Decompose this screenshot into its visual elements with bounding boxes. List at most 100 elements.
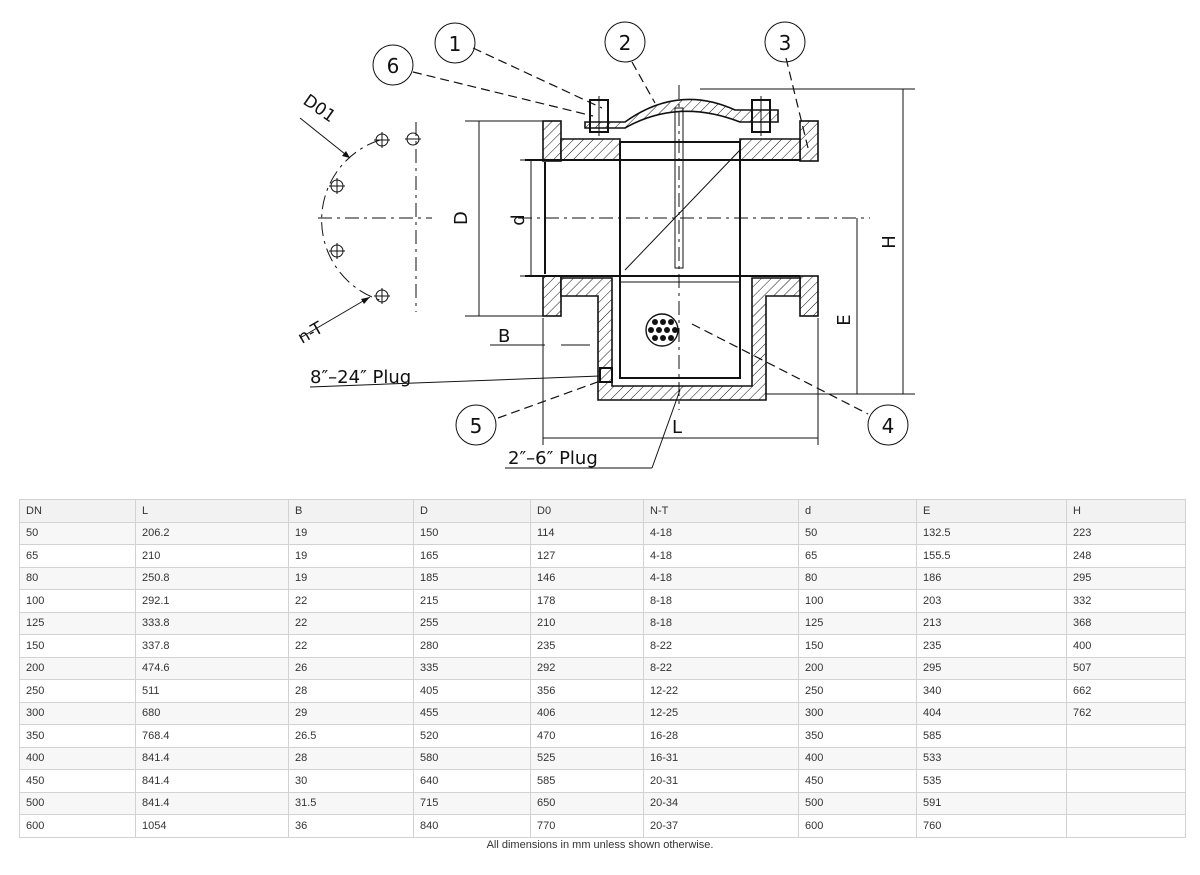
table-cell: 335 <box>413 656 531 680</box>
column-header-h: H <box>1066 499 1186 523</box>
mesh-screen-icon <box>645 313 679 347</box>
table-cell: 213 <box>916 611 1067 635</box>
table-cell: 295 <box>916 656 1067 680</box>
callout-label-5: 5 <box>470 414 483 438</box>
table-cell: 4-18 <box>643 544 799 568</box>
table-cell: 533 <box>916 746 1067 770</box>
table-cell: 155.5 <box>916 544 1067 568</box>
table-cell: 585 <box>916 724 1067 748</box>
table-cell: 300 <box>19 701 136 725</box>
table-cell <box>1066 746 1186 770</box>
table-cell: 292 <box>530 656 644 680</box>
column-header-d: D <box>413 499 531 523</box>
table-cell: 127 <box>530 544 644 568</box>
table-cell: 1054 <box>135 814 289 838</box>
table-cell: 50 <box>798 521 917 545</box>
table-cell: 340 <box>916 679 1067 703</box>
table-cell: 146 <box>530 566 644 590</box>
table-cell: 640 <box>413 769 531 793</box>
table-cell: 368 <box>1066 611 1186 635</box>
table-cell: 511 <box>135 679 289 703</box>
table-cell: 450 <box>798 769 917 793</box>
callout-label-3: 3 <box>779 31 792 55</box>
table-cell: 600 <box>19 814 136 838</box>
plug-label-small: 2″–6″ Plug <box>508 448 598 469</box>
table-cell: 4-18 <box>643 521 799 545</box>
table-cell: 200 <box>19 656 136 680</box>
table-cell: 210 <box>530 611 644 635</box>
strainer-body-section <box>518 85 870 410</box>
table-cell: 841.4 <box>135 769 289 793</box>
table-cell: 165 <box>413 544 531 568</box>
table-cell: 255 <box>413 611 531 635</box>
callout-label-4: 4 <box>882 414 895 438</box>
table-cell: 186 <box>916 566 1067 590</box>
bonnet-bolt-icon <box>589 96 771 136</box>
table-cell: 80 <box>798 566 917 590</box>
table-cell: 178 <box>530 589 644 613</box>
table-cell: 8-22 <box>643 656 799 680</box>
table-cell: 350 <box>19 724 136 748</box>
table-cell: 332 <box>1066 589 1186 613</box>
table-cell: 125 <box>19 611 136 635</box>
table-cell: 500 <box>798 791 917 815</box>
column-header-d: d <box>798 499 917 523</box>
table-cell: 295 <box>1066 566 1186 590</box>
dim-label-nt: n-T <box>295 318 328 348</box>
callout-label-2: 2 <box>619 31 632 55</box>
table-cell: 450 <box>19 769 136 793</box>
dimension-lines <box>465 88 915 445</box>
callout-circle-5 <box>455 404 497 446</box>
table-cell: 406 <box>530 701 644 725</box>
flange-end-view: D01 n-T <box>295 91 432 348</box>
column-header-dn: DN <box>19 499 136 523</box>
plug-label-large: 8″–24″ Plug <box>310 367 411 388</box>
table-cell: 20-31 <box>643 769 799 793</box>
table-cell: 535 <box>916 769 1067 793</box>
table-cell: 150 <box>19 634 136 658</box>
table-cell: 760 <box>916 814 1067 838</box>
table-cell: 841.4 <box>135 791 289 815</box>
table-cell: 31.5 <box>288 791 414 815</box>
table-cell: 400 <box>798 746 917 770</box>
table-cell: 16-28 <box>643 724 799 748</box>
table-cell: 500 <box>19 791 136 815</box>
column-header-e: E <box>916 499 1067 523</box>
table-cell: 20-37 <box>643 814 799 838</box>
table-cell: 26.5 <box>288 724 414 748</box>
table-cell: 404 <box>916 701 1067 725</box>
table-cell: 580 <box>413 746 531 770</box>
table-cell: 600 <box>798 814 917 838</box>
table-cell: 29 <box>288 701 414 725</box>
drain-plug-icon <box>599 367 613 383</box>
table-cell: 26 <box>288 656 414 680</box>
table-cell: 203 <box>916 589 1067 613</box>
table-cell: 400 <box>19 746 136 770</box>
dim-label-d-large: D <box>451 211 472 225</box>
dim-label-h: H <box>879 235 900 249</box>
table-cell: 520 <box>413 724 531 748</box>
table-cell <box>1066 724 1186 748</box>
table-cell: 405 <box>413 679 531 703</box>
dim-label-d-small: d <box>508 214 529 225</box>
column-header-n-t: N-T <box>643 499 799 523</box>
table-cell: 474.6 <box>135 656 289 680</box>
table-cell: 248 <box>1066 544 1186 568</box>
table-cell: 662 <box>1066 679 1186 703</box>
table-cell: 19 <box>288 566 414 590</box>
table-cell: 22 <box>288 589 414 613</box>
table-cell: 770 <box>530 814 644 838</box>
dim-label-e: E <box>834 314 855 325</box>
table-cell: 8-18 <box>643 589 799 613</box>
table-cell: 19 <box>288 521 414 545</box>
table-cell: 19 <box>288 544 414 568</box>
callout-circle-2 <box>604 21 646 63</box>
